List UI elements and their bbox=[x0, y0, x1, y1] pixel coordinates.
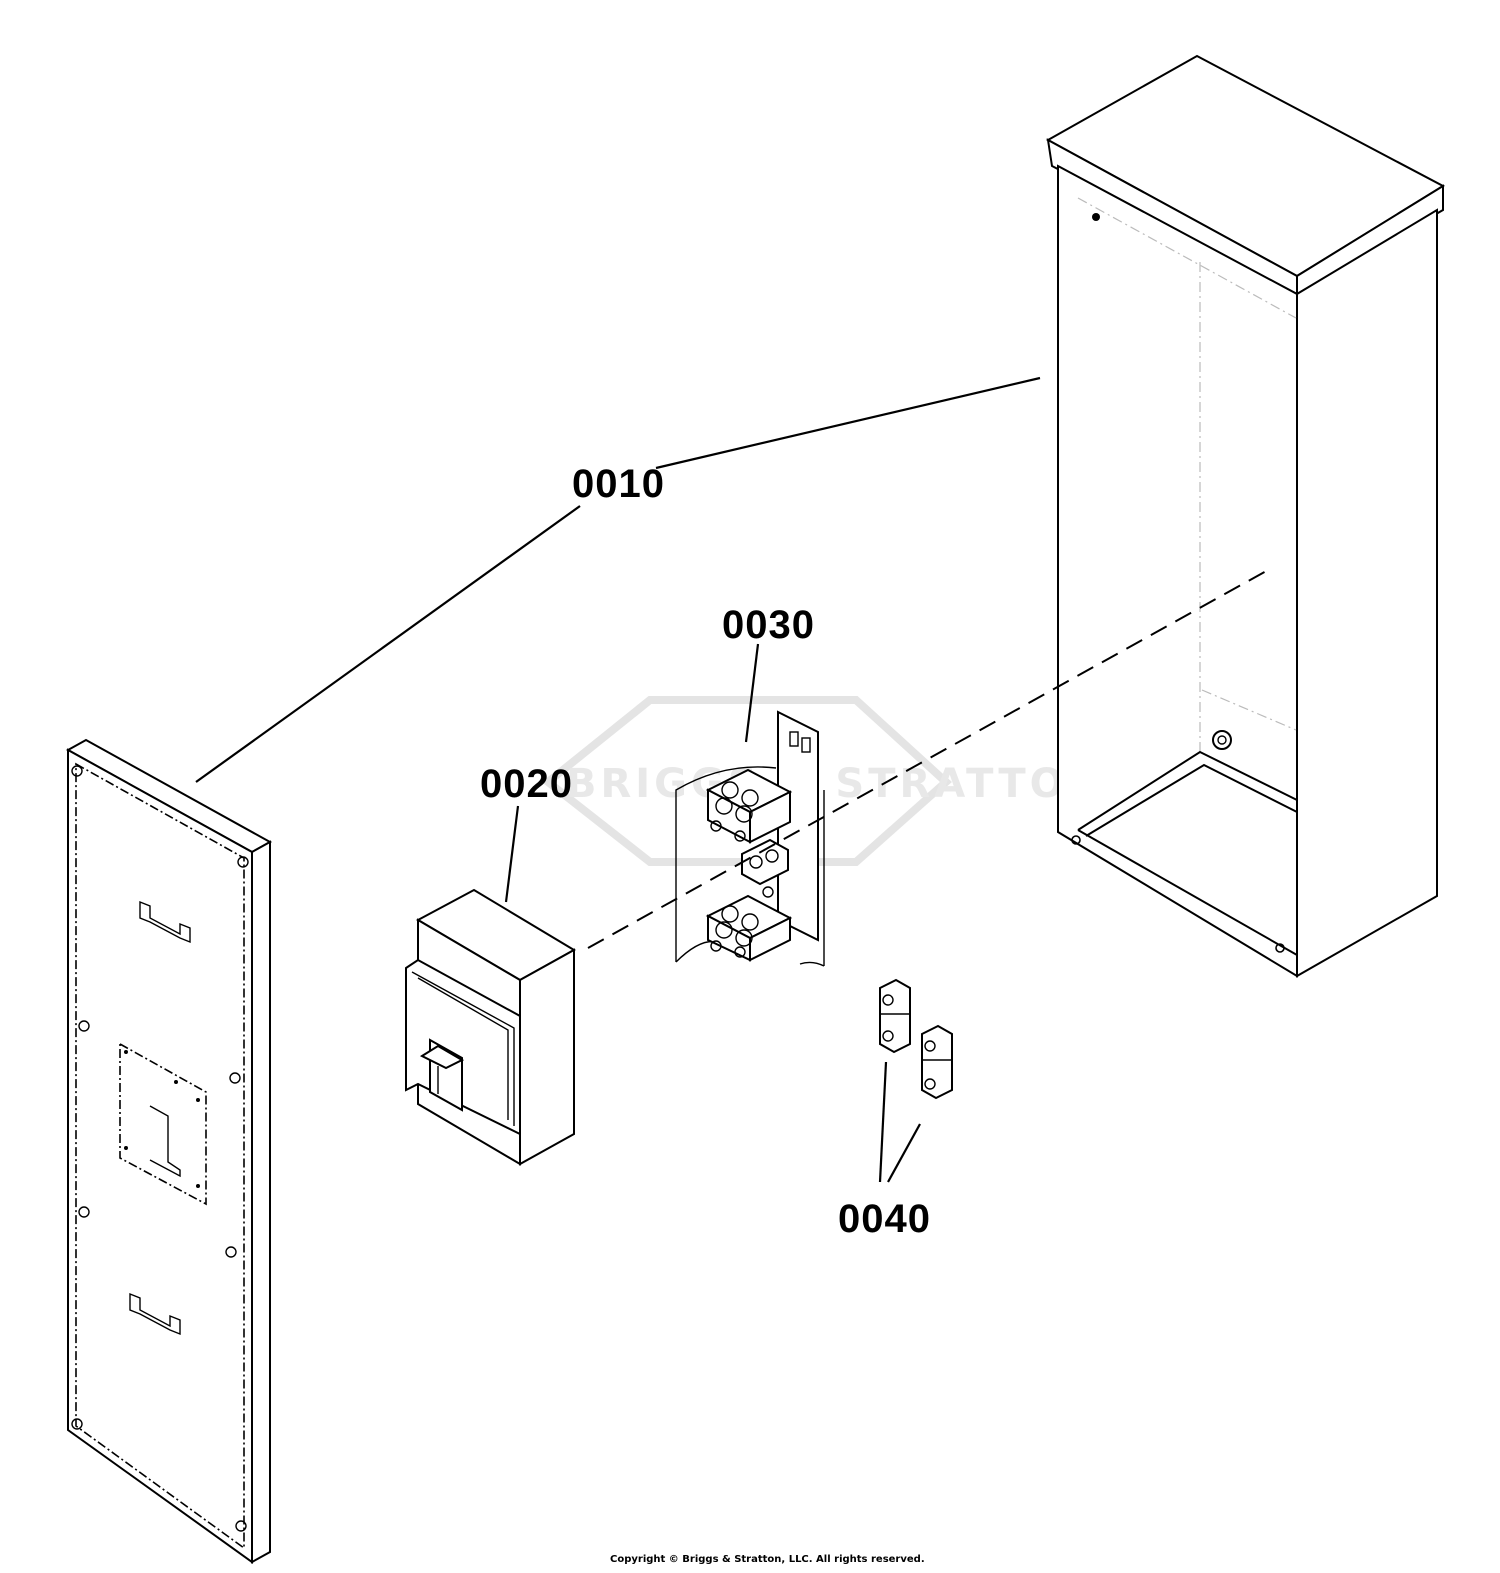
brand-watermark: BRIGGS & STRATTON bbox=[541, 696, 1105, 866]
lug-pair-part-0040 bbox=[879, 978, 953, 1100]
callout-0030: 0030 bbox=[722, 603, 815, 647]
callout-0010: 0010 bbox=[572, 462, 665, 506]
watermark-text: BRIGGS & STRATTON bbox=[566, 761, 1105, 807]
circuit-breaker-part-0020 bbox=[405, 888, 576, 1166]
assembly-path-line bbox=[587, 569, 1269, 949]
neutral-bus-part-0030 bbox=[675, 710, 825, 967]
enclosure-part-0010 bbox=[1045, 54, 1446, 978]
leader-lines bbox=[195, 376, 1041, 1183]
copyright-notice: Copyright © Briggs & Stratton, LLC. All … bbox=[610, 1554, 925, 1565]
callout-0040: 0040 bbox=[838, 1197, 931, 1241]
cover-panel-part-0010 bbox=[65, 738, 273, 1564]
callout-0020: 0020 bbox=[480, 762, 573, 806]
